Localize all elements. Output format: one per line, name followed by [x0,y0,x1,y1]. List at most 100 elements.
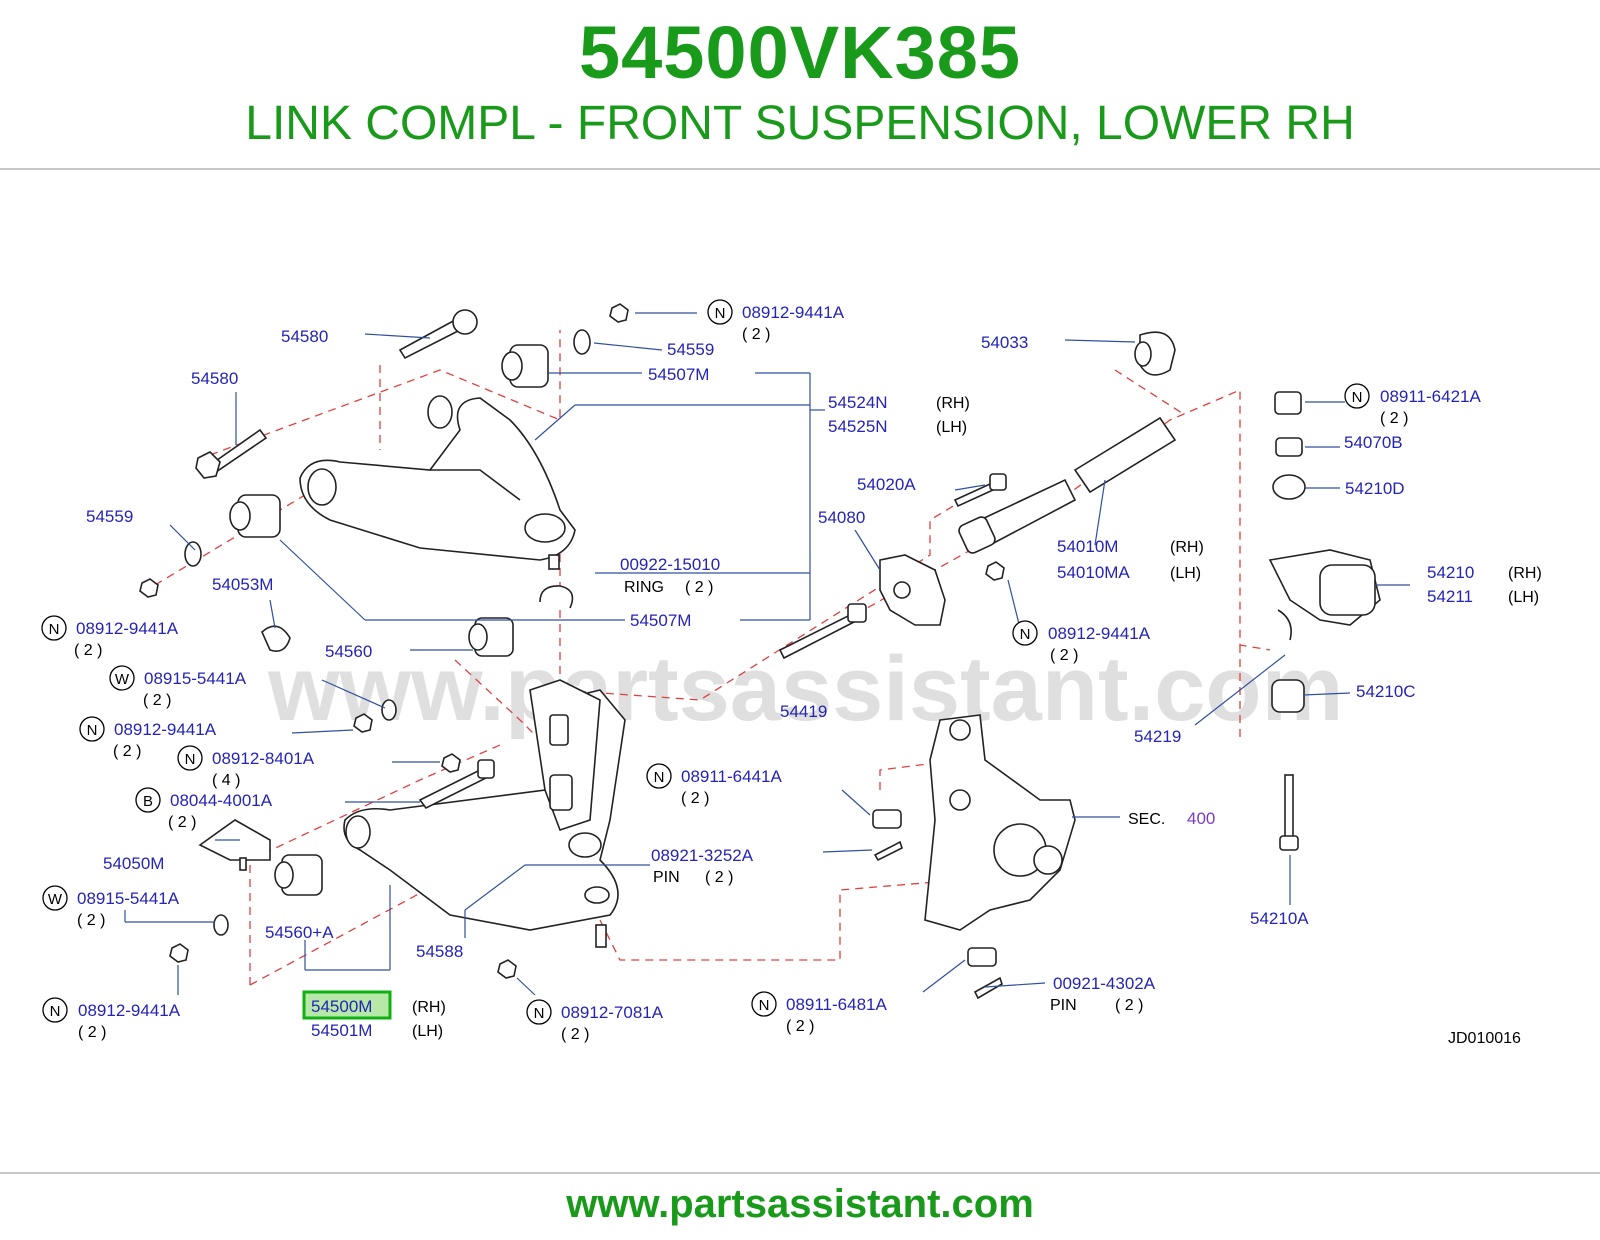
pin-08921-3252a [873,840,903,862]
svg-text:B: B [143,793,153,810]
svg-text:(RH): (RH) [936,395,970,412]
pin-00921-4302a [973,976,1003,1000]
svg-text:N: N [49,621,60,638]
label-54580-left: 54580 [191,369,238,388]
nut-08912-9441a-anchor [985,561,1005,581]
ring-00922-15010 [539,554,574,609]
bolt-54020a [953,473,1007,508]
svg-text:(RH): (RH) [412,999,446,1016]
leader-lines [124,312,1410,996]
svg-text:( 2 ): ( 2 ) [74,642,102,659]
svg-text:( 2 ): ( 2 ) [143,692,171,709]
label-54010m: 54010M [1057,537,1118,556]
label-08912-9441a-b: 08912-9441A [76,619,179,638]
footer-divider [0,1172,1600,1174]
label-54080: 54080 [818,508,865,527]
svg-text:(LH): (LH) [412,1023,443,1040]
nut-08911-6441a [872,809,902,829]
svg-text:N: N [1352,389,1363,406]
footer-url[interactable]: www.partsassistant.com [566,1182,1034,1226]
label-54580-top: 54580 [281,327,328,346]
anchor-54080 [879,554,946,626]
label-54588: 54588 [416,942,463,961]
label-54560: 54560 [325,642,372,661]
svg-text:( 2 ): ( 2 ) [168,814,196,831]
lower-arm-assembly [343,679,626,931]
svg-text:W: W [115,671,130,688]
label-08911-6421a: 08911-6421A [1380,387,1481,406]
nut-08911-6481a [967,947,997,967]
part-labels: 54580 54580 N 08912-9441A ( 2 ) 54559 54… [41,299,1542,1047]
svg-text:RING: RING [624,579,664,596]
bolt-54419 [778,603,867,660]
svg-text:( 2 ): ( 2 ) [561,1026,589,1043]
bushing-54560a [274,854,323,896]
label-08912-9441a-d: 08912-9441A [114,720,217,739]
highlight-54500m [302,990,392,1020]
label-54507m-top: 54507M [648,365,709,384]
diagram-code: JD010016 [1448,1030,1521,1047]
washer-54559-top [573,329,591,355]
label-54507m-bottom: 54507M [630,611,691,630]
svg-text:W: W [48,891,63,908]
bracket-54050m [198,819,271,871]
bushing-54210c [1271,679,1305,713]
label-54419: 54419 [780,702,827,721]
svg-text:( 2 ): ( 2 ) [78,1024,106,1041]
label-08915-5441a-top: 08915-5441A [144,669,247,688]
stud-lower-balljoint [595,924,607,948]
bushing-54560-top [468,617,514,657]
label-sec: SEC. [1128,811,1165,828]
svg-text:N: N [534,1005,545,1022]
label-54219: 54219 [1134,727,1181,746]
svg-text:( 2 ): ( 2 ) [705,869,733,886]
bushing-54507m-top [501,344,549,388]
label-54501m: 54501M [311,1021,372,1040]
nut-54070b [1275,437,1303,457]
header: 54500VK385 LINK COMPL - FRONT SUSPENSION… [0,0,1600,170]
label-08911-6441a: 08911-6441A [681,767,782,786]
svg-text:( 2 ): ( 2 ) [1050,647,1078,664]
svg-text:PIN: PIN [1050,997,1077,1014]
label-54210d: 54210D [1345,479,1405,498]
part-number-title: 54500VK385 [578,11,1022,94]
svg-text:( 2 ): ( 2 ) [786,1018,814,1035]
label-54211: 54211 [1427,587,1473,606]
svg-text:N: N [185,751,196,768]
bolt-54580-left [195,428,268,479]
washer-08915-bottom [213,914,229,936]
nut-08911-6421a [1274,391,1302,415]
label-00921-4302a: 00921-4302A [1053,974,1156,993]
label-08912-8401a: 08912-8401A [212,749,315,768]
label-54053m: 54053M [212,575,273,594]
bumper-54053m [261,625,291,652]
n-mark [707,299,733,325]
label-08912-7081a: 08912-7081A [561,1003,664,1022]
bushing-54507m-left [229,494,281,538]
upper-arm-assembly [299,395,576,561]
washer-54559-left [184,541,202,567]
svg-text:( 2 ): ( 2 ) [113,743,141,760]
svg-text:N: N [654,769,665,786]
bolt-54210a [1279,774,1299,851]
label-54020a: 54020A [857,475,916,494]
label-08912-9441a-top: 08912-9441A [742,303,845,322]
nut-08912-8401a [441,753,461,773]
knuckle-sec-400 [924,714,1076,931]
label-sec-400: 400 [1187,809,1215,828]
bolt-08044-4001a [418,759,495,810]
svg-text:( 2 ): ( 2 ) [1115,997,1143,1014]
nut-08912-9441a-left [139,578,159,598]
svg-text:N: N [50,1003,61,1020]
label-54210: 54210 [1427,563,1474,582]
label-54033: 54033 [981,333,1028,352]
snap-ring-54219 [1277,609,1292,641]
washer-08915-top [381,699,397,721]
label-08912-9441a-c: 08912-9441A [1048,624,1151,643]
svg-text:N: N [715,305,726,322]
washer-54210d [1272,474,1306,500]
svg-text:(LH): (LH) [1170,565,1201,582]
svg-text:(RH): (RH) [1170,539,1204,556]
svg-text:PIN: PIN [653,869,680,886]
